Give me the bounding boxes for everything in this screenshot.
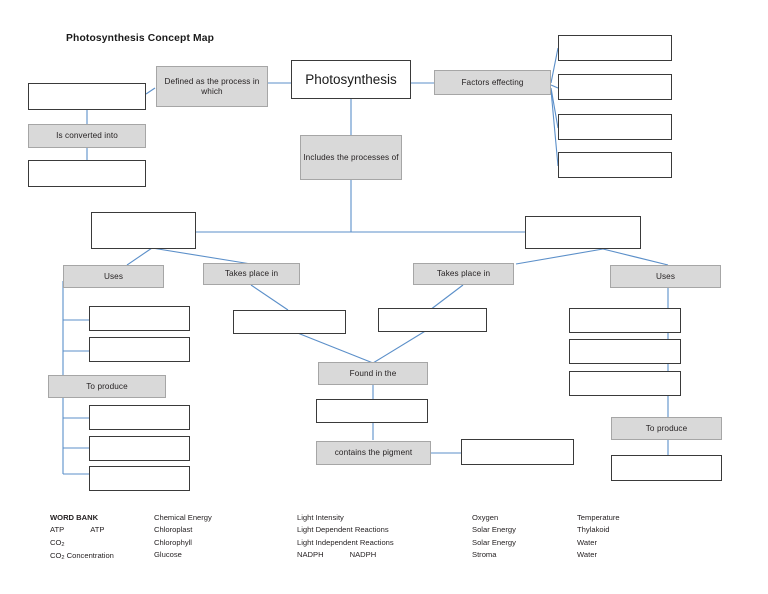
word-bank-entry: Oxygen	[472, 512, 577, 524]
word-bank-term: Chemical Energy	[154, 513, 212, 522]
node-includes-the-processes-of[interactable]: Includes the processes of	[300, 135, 402, 180]
word-bank-entry: Chlorophyll	[154, 537, 297, 549]
word-bank-entry: Water	[577, 537, 620, 549]
blank-uses-right-1[interactable]	[569, 308, 681, 333]
word-bank-term: NADPH	[349, 549, 377, 559]
blank-found-in[interactable]	[316, 399, 428, 423]
blank-top-left[interactable]	[28, 83, 146, 110]
blank-produce-right-1[interactable]	[611, 455, 722, 481]
edge-takesplaceleft-box	[250, 284, 289, 311]
word-bank-entry: Light Dependent Reactions	[297, 524, 472, 536]
word-bank-entry: Glucose	[154, 549, 297, 561]
word-bank-entry: Stroma	[472, 549, 577, 561]
node-uses-left[interactable]: Uses	[63, 265, 164, 288]
edge-factors-2	[550, 84, 559, 89]
word-bank-term: Light Independent Reactions	[297, 537, 394, 547]
edge-factors-1	[550, 47, 559, 84]
blank-converted-product[interactable]	[28, 160, 146, 187]
blank-place-right[interactable]	[378, 308, 487, 332]
node-defined-as-the-process-in-which[interactable]: Defined as the process in which	[156, 66, 268, 107]
word-bank-term: Light Dependent Reactions	[297, 525, 389, 535]
word-bank-entry: Solar Energy	[472, 524, 577, 536]
word-bank-term: WORD BANK	[50, 513, 99, 522]
word-bank-entry: WORD BANK	[50, 512, 154, 524]
edge-boxright-found	[372, 329, 428, 364]
word-bank-term: Temperature	[577, 513, 620, 522]
word-bank-entry: Light Intensity	[297, 512, 472, 524]
blank-place-left[interactable]	[233, 310, 346, 334]
node-takes-place-in-left[interactable]: Takes place in	[203, 263, 300, 285]
word-bank-term: Light Intensity	[297, 513, 344, 522]
edge-takesplaceright-box	[429, 284, 464, 311]
node-factors-effecting[interactable]: Factors effecting	[434, 70, 551, 95]
node-takes-place-in-right[interactable]: Takes place in	[413, 263, 514, 285]
word-bank-term: Water	[577, 549, 597, 559]
word-bank-term: Chloroplast	[154, 525, 193, 535]
edge-defined-topleft	[145, 87, 156, 95]
blank-produce-left-1[interactable]	[89, 405, 190, 430]
edge-factors-4	[550, 89, 559, 167]
blank-factor-1[interactable]	[558, 35, 672, 61]
word-bank-entry: Chemical Energy	[154, 512, 297, 524]
word-bank-entry: Temperature	[577, 512, 620, 524]
edge-rightproc-uses	[602, 248, 669, 266]
blank-factor-2[interactable]	[558, 74, 672, 100]
edge-boxleft-found	[289, 329, 374, 364]
word-bank-term: ATP	[90, 525, 105, 535]
blank-uses-left-1[interactable]	[89, 306, 190, 331]
word-bank-entry: CO2 Concentration	[50, 550, 154, 563]
node-contains-the-pigment[interactable]: contains the pigment	[316, 441, 431, 465]
word-bank-term: CO2 Concentration	[50, 550, 114, 561]
word-bank-term: Water	[577, 537, 597, 547]
blank-factor-4[interactable]	[558, 152, 672, 178]
blank-pigment[interactable]	[461, 439, 574, 465]
word-bank-entry: Chloroplast	[154, 524, 297, 536]
word-bank-entry: CO2	[50, 537, 154, 550]
word-bank-entry: Light Independent Reactions	[297, 537, 472, 549]
word-bank-entry: Water	[577, 549, 620, 561]
blank-process-left[interactable]	[91, 212, 196, 249]
node-photosynthesis-root[interactable]: Photosynthesis	[291, 60, 411, 99]
word-bank-entry: NADPH NADPH	[297, 549, 472, 561]
word-bank-term: NADPH	[297, 549, 324, 559]
blank-produce-left-3[interactable]	[89, 466, 190, 491]
node-to-produce-right[interactable]: To produce	[611, 417, 722, 440]
word-bank-term: Solar Energy	[472, 525, 516, 535]
word-bank-entry: Solar Energy	[472, 537, 577, 549]
word-bank-entry: Thylakoid	[577, 524, 620, 536]
blank-uses-left-2[interactable]	[89, 337, 190, 362]
node-uses-right[interactable]: Uses	[610, 265, 721, 288]
word-bank-term: Chlorophyll	[154, 537, 192, 547]
word-bank-term: Thylakoid	[577, 525, 610, 535]
page-title: Photosynthesis Concept Map	[66, 33, 215, 44]
word-bank-term: ATP	[50, 525, 65, 535]
edge-factors-3	[550, 87, 559, 129]
blank-uses-right-3[interactable]	[569, 371, 681, 396]
word-bank-term: Stroma	[472, 549, 497, 559]
word-bank-term: CO2	[50, 537, 65, 548]
node-is-converted-into[interactable]: Is converted into	[28, 124, 146, 148]
blank-produce-left-2[interactable]	[89, 436, 190, 461]
edge-leftproc-takesplace	[151, 247, 252, 265]
word-bank-term: Oxygen	[472, 513, 499, 522]
blank-uses-right-2[interactable]	[569, 339, 681, 364]
node-found-in-the[interactable]: Found in the	[318, 362, 428, 385]
edge-leftproc-uses	[126, 247, 153, 266]
blank-factor-3[interactable]	[558, 114, 672, 140]
word-bank-term: Glucose	[154, 549, 182, 559]
blank-process-right[interactable]	[525, 216, 641, 249]
edge-rightproc-takesplace	[515, 248, 604, 265]
word-bank-entry: ATP ATP	[50, 524, 154, 536]
word-bank-term: Solar Energy	[472, 537, 516, 547]
node-to-produce-left[interactable]: To produce	[48, 375, 166, 398]
